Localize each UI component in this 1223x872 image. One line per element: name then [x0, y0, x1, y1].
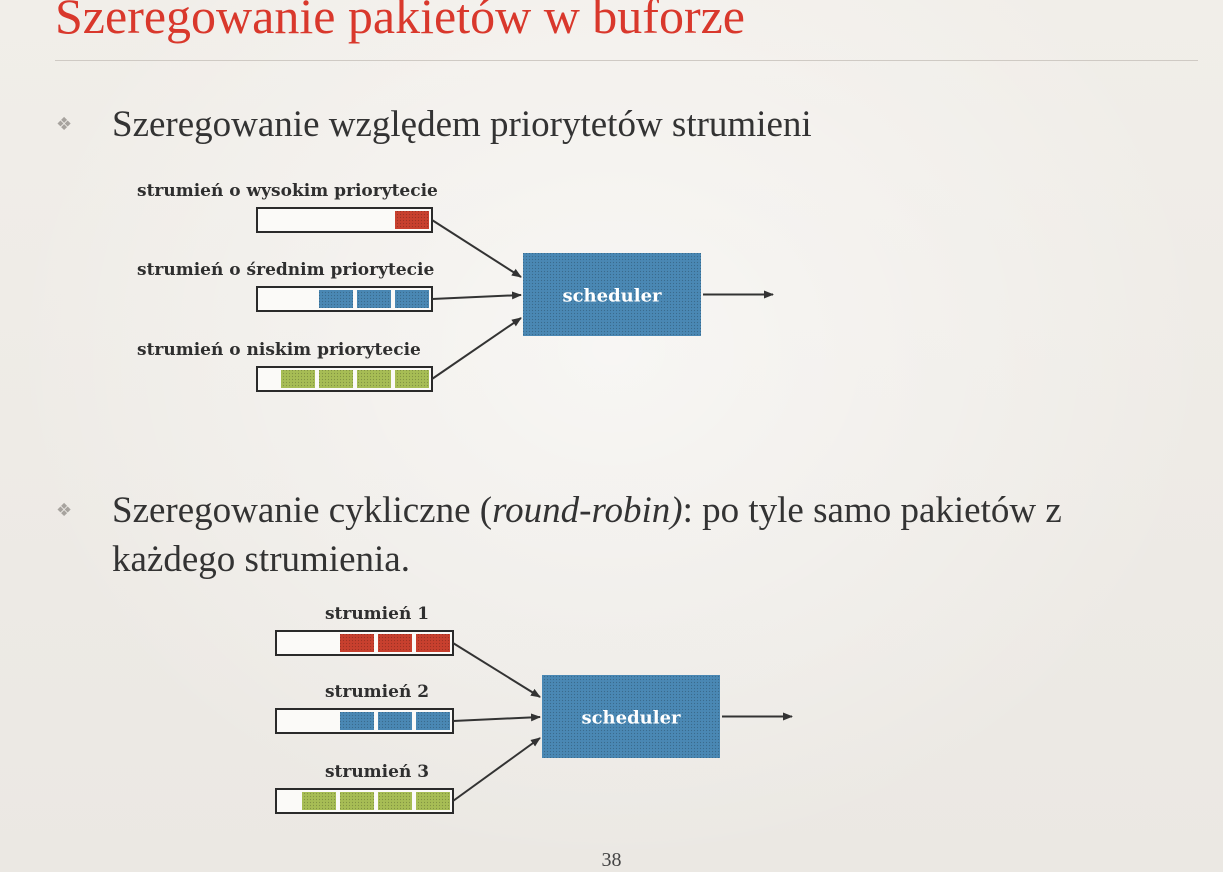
round-robin-queue-2-packet-2-texture: [378, 712, 412, 730]
round-robin-queue-1-label: strumień 1: [325, 604, 429, 624]
priority-queue-3-arrow: [431, 317, 522, 380]
round-robin-queue-1-packet-1-texture: [416, 634, 450, 652]
priority-queue-2-packet-2-texture: [357, 290, 391, 308]
round-robin-queue-2-arrow: [452, 713, 541, 722]
bullet-diamond-icon: ❖: [56, 114, 73, 135]
priority-queue-1-arrow: [431, 219, 522, 278]
priority-queue-3-packet-1-texture: [395, 370, 429, 388]
priority-queue-1-label: strumień o wysokim priorytecie: [137, 181, 438, 201]
priority-scheduling-diagram: strumień o wysokim priorytecie strumień o…: [137, 181, 774, 392]
priority-queue-3-packet-2-texture: [357, 370, 391, 388]
bullet-2-text-part2: : po tyle samo pakietów z: [682, 490, 1062, 531]
bullet-2-text-italic: round-robin): [492, 490, 683, 531]
bullet-1-text: Szeregowanie względem priorytetów strumi…: [112, 104, 812, 145]
round-robin-queue-3-label: strumień 3: [325, 762, 429, 782]
round-robin-queue-3-packet-3-texture: [340, 792, 374, 810]
round-robin-queue-3-packet-4-texture: [302, 792, 336, 810]
round-robin-scheduling-diagram: strumień 1 strumień 2 strumień 3 scheduler: [275, 604, 793, 814]
priority-queue-3-label: strumień o niskim priorytecie: [137, 340, 421, 360]
bullet-2-text-part1: Szeregowanie cykliczne (: [112, 490, 493, 531]
bullet-2-text-line2: każdego strumienia.: [112, 539, 410, 580]
round-robin-scheduler-texture: [542, 675, 720, 758]
bullet-2-text: Szeregowanie cykliczne (round-robin): po…: [112, 487, 1062, 535]
round-robin-queue-3-packet-2-texture: [378, 792, 412, 810]
priority-scheduler-label: scheduler: [562, 286, 662, 307]
round-robin-queue-2-packet-3-texture: [340, 712, 374, 730]
priority-queue-3-packet-3-texture: [319, 370, 353, 388]
priority-queue-3-packet-4-texture: [281, 370, 315, 388]
priority-queue-2-arrow: [431, 291, 522, 300]
title-divider: [55, 60, 1198, 61]
priority-queue-1-packet-1-texture: [395, 211, 429, 229]
round-robin-queue-3-arrow: [452, 737, 541, 802]
slide-title: Szeregowanie pakietów w buforze: [55, 0, 745, 44]
round-robin-queue-1-packet-2-texture: [378, 634, 412, 652]
round-robin-queue-3-packet-1-texture: [416, 792, 450, 810]
bullet-diamond-icon: ❖: [56, 500, 73, 521]
round-robin-queue-1-packet-3-texture: [340, 634, 374, 652]
priority-scheduler-texture: [523, 253, 701, 336]
round-robin-queue-2-packet-1-texture: [416, 712, 450, 730]
priority-queue-2-label: strumień o średnim priorytecie: [137, 260, 434, 280]
page-number: 38: [601, 849, 622, 871]
priority-queue-2-packet-3-texture: [319, 290, 353, 308]
round-robin-queue-1-arrow: [452, 642, 541, 698]
round-robin-queue-2-label: strumień 2: [325, 682, 429, 702]
round-robin-scheduler-label: scheduler: [581, 708, 681, 729]
priority-queue-2-packet-1-texture: [395, 290, 429, 308]
